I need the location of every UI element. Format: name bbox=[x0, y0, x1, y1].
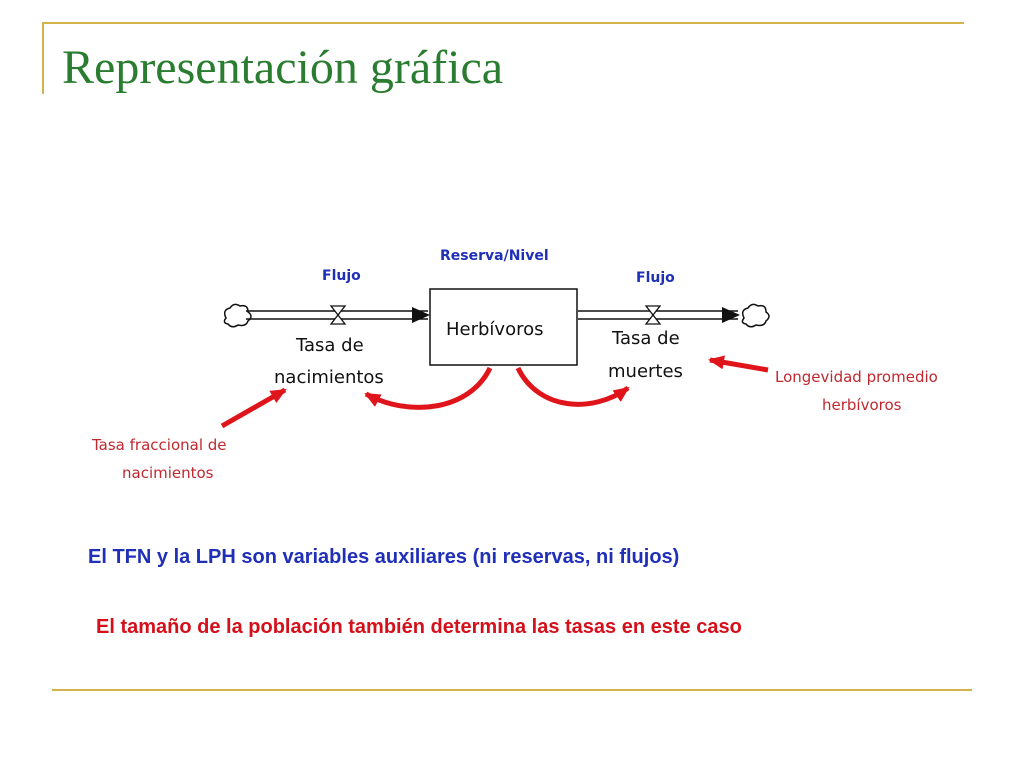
auxiliary-variables-note: El TFN y la LPH son variables auxiliares… bbox=[88, 546, 680, 568]
outflow-name-line1: Tasa de bbox=[611, 328, 680, 349]
inflow-name-line2: nacimientos bbox=[274, 367, 384, 388]
cloud-source-icon bbox=[223, 303, 252, 328]
stock-caption: Reserva/Nivel bbox=[440, 248, 549, 264]
valve-icon bbox=[644, 305, 662, 325]
aux-life-label-line1: Longevidad promedio bbox=[775, 368, 938, 386]
stock-box bbox=[429, 288, 578, 366]
outflow-caption: Flujo bbox=[636, 270, 675, 286]
slide-title: Representación gráfica bbox=[62, 41, 504, 94]
population-size-note: El tamaño de la población también determ… bbox=[96, 616, 742, 638]
stock-to-death-arrow bbox=[515, 366, 630, 407]
stock-name: Herbívoros bbox=[446, 319, 544, 340]
cloud-sink-icon bbox=[741, 303, 770, 328]
aux-birth-label-line1: Tasa fraccional de bbox=[91, 436, 227, 454]
inflow-name-line1: Tasa de bbox=[295, 335, 364, 356]
frame-top-line bbox=[42, 22, 964, 24]
aux-birth-label-line2: nacimientos bbox=[122, 464, 214, 482]
outflow-pipe bbox=[578, 307, 740, 323]
outflow-name-line2: muertes bbox=[608, 361, 683, 382]
frame-bottom-line bbox=[52, 689, 972, 691]
valve-icon bbox=[329, 305, 347, 325]
stock-to-birth-arrow bbox=[364, 366, 493, 410]
inflow-caption: Flujo bbox=[322, 268, 361, 284]
aux-life-label-line2: herbívoros bbox=[822, 396, 902, 414]
frame-left-line bbox=[42, 22, 44, 94]
fraction-to-birth-arrow bbox=[220, 387, 287, 429]
longevity-to-death-arrow bbox=[708, 355, 769, 373]
